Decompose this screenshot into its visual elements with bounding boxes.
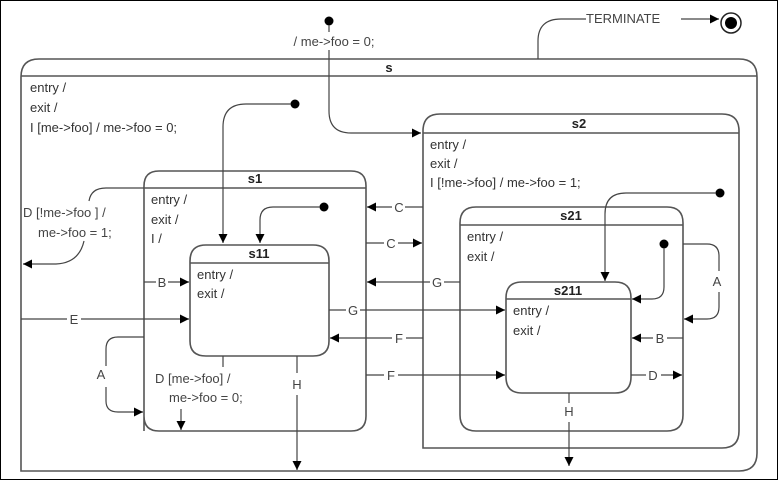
transition-a-s21-line-2	[684, 292, 720, 324]
transition-d-s1[interactable]: D [!me->foo ] / me->foo = 1;	[23, 187, 144, 269]
initial-top-arrow	[328, 50, 421, 138]
state-s21-border	[459, 206, 684, 432]
transition-h-s211-label: H	[564, 404, 573, 419]
transition-d-s1-line-2	[23, 240, 85, 269]
transition-a-s1-line-2	[105, 387, 143, 417]
transition-f-s2-to-s11-label: F	[395, 331, 403, 346]
transition-e-label: E	[70, 312, 79, 327]
state-s11-entry: entry /	[197, 267, 234, 282]
transition-d-s211-label: D	[648, 368, 657, 383]
transition-a-s1-label: A	[97, 367, 106, 382]
transition-f-s1-to-s211[interactable]: F	[366, 368, 505, 383]
state-s-internal: I [me->foo] / me->foo = 0;	[30, 120, 177, 135]
transition-b-s211[interactable]: B	[632, 331, 683, 346]
state-s21[interactable]: s21 entry / exit /	[459, 206, 684, 432]
transition-d-s1-line-1	[88, 187, 144, 202]
final-state-inner-icon	[725, 17, 737, 29]
state-s1-exit: exit /	[151, 212, 179, 227]
state-s2[interactable]: s2 entry / exit / I [!me->foo] / me->foo…	[422, 113, 740, 449]
state-s2-exit: exit /	[430, 156, 458, 171]
transition-f-s1-to-s211-label: F	[387, 368, 395, 383]
state-s21-title: s21	[560, 208, 582, 223]
state-s11-title: s11	[249, 246, 270, 261]
state-s-title: s	[385, 60, 392, 75]
transition-g-s21-to-s1[interactable]: G	[367, 275, 460, 290]
initial-pseudostate-top	[324, 16, 334, 26]
state-s[interactable]: s entry / exit / I [me->foo] / me->foo =…	[20, 58, 758, 472]
transition-a-s21[interactable]: A	[683, 243, 722, 324]
transition-d-s1-label-2: me->foo = 1;	[38, 225, 112, 240]
state-s1[interactable]: s1 entry / exit / I /	[143, 170, 367, 432]
initial-pseudostate-s2	[715, 188, 725, 198]
state-s211[interactable]: s211 entry / exit /	[505, 281, 632, 394]
transition-g-s11-to-s211[interactable]: G	[329, 303, 505, 318]
transition-h-s211[interactable]: H	[564, 393, 574, 466]
state-s11[interactable]: s11 entry / exit /	[189, 244, 330, 357]
initial-s-arrow	[218, 103, 291, 243]
initial-transition-s[interactable]	[218, 99, 300, 244]
transition-d-s11[interactable]: D [me->foo] / me->foo = 0;	[155, 356, 243, 430]
transition-d-s11-label-2: me->foo = 0;	[169, 390, 243, 405]
transition-e[interactable]: E	[21, 312, 189, 327]
transition-b-s211-label: B	[656, 331, 665, 346]
state-s2-entry: entry /	[430, 137, 467, 152]
transition-c-s2-to-s1-label: C	[394, 200, 403, 215]
state-s-border	[20, 58, 758, 472]
transition-a-s21-label: A	[713, 274, 722, 289]
state-s211-exit: exit /	[513, 323, 541, 338]
state-s-entry: entry /	[30, 80, 67, 95]
terminate-label: TERMINATE	[586, 11, 660, 26]
transition-h-s11-label: H	[292, 377, 301, 392]
initial-s1-arrow	[255, 206, 320, 243]
initial-transition-s21[interactable]	[632, 239, 669, 304]
initial-action-label: / me->foo = 0;	[294, 34, 375, 49]
state-s21-exit: exit /	[467, 249, 495, 264]
transition-a-s1-line-1	[105, 336, 144, 366]
state-s1-border	[143, 170, 367, 432]
transition-d-s211[interactable]: D	[631, 368, 682, 383]
initial-pseudostate-s	[290, 99, 300, 109]
initial-transition-s1[interactable]	[255, 202, 329, 244]
state-s211-title: s211	[554, 283, 582, 298]
transition-g-s21-to-s1-label: G	[432, 275, 442, 290]
transition-a-s1[interactable]: A	[97, 336, 144, 417]
initial-transition-top[interactable]: / me->foo = 0;	[294, 16, 421, 138]
terminate-line-1	[537, 18, 586, 59]
state-s2-internal: I [!me->foo] / me->foo = 1;	[430, 175, 581, 190]
initial-transition-s2[interactable]	[600, 188, 725, 282]
state-s1-title: s1	[248, 171, 262, 186]
initial-s21-arrow	[632, 248, 665, 304]
state-s2-title: s2	[572, 116, 586, 131]
transition-d-s1-label-1: D [!me->foo ] /	[23, 205, 106, 220]
transition-d-s11-label-1: D [me->foo] /	[155, 371, 231, 386]
state-s1-entry: entry /	[151, 192, 188, 207]
transition-f-s2-to-s11[interactable]: F	[330, 331, 423, 346]
initial-pseudostate-s21	[659, 239, 669, 249]
state-s1-internal: I /	[151, 231, 162, 246]
initial-pseudostate-s1	[319, 202, 329, 212]
state-s211-border	[505, 281, 632, 394]
state-s211-entry: entry /	[513, 303, 550, 318]
transition-c-s1-to-s2-label: C	[386, 236, 395, 251]
transition-b-s11[interactable]: B	[144, 275, 189, 290]
transition-g-s11-to-s211-label: G	[348, 303, 358, 318]
initial-s2-arrow	[600, 192, 716, 281]
state-s-exit: exit /	[30, 100, 58, 115]
transition-c-s2-to-s1[interactable]: C	[367, 200, 423, 215]
transition-b-s11-label: B	[158, 275, 167, 290]
transition-a-s21-line-1	[683, 243, 720, 271]
state-s21-entry: entry /	[467, 229, 504, 244]
transition-h-s11[interactable]: H	[292, 356, 302, 470]
state-s11-exit: exit /	[197, 286, 225, 301]
state-s2-border	[422, 113, 740, 449]
state-s11-border	[189, 244, 330, 357]
terminate-transition[interactable]: TERMINATE	[537, 11, 742, 59]
transition-c-s1-to-s2[interactable]: C	[366, 236, 422, 251]
